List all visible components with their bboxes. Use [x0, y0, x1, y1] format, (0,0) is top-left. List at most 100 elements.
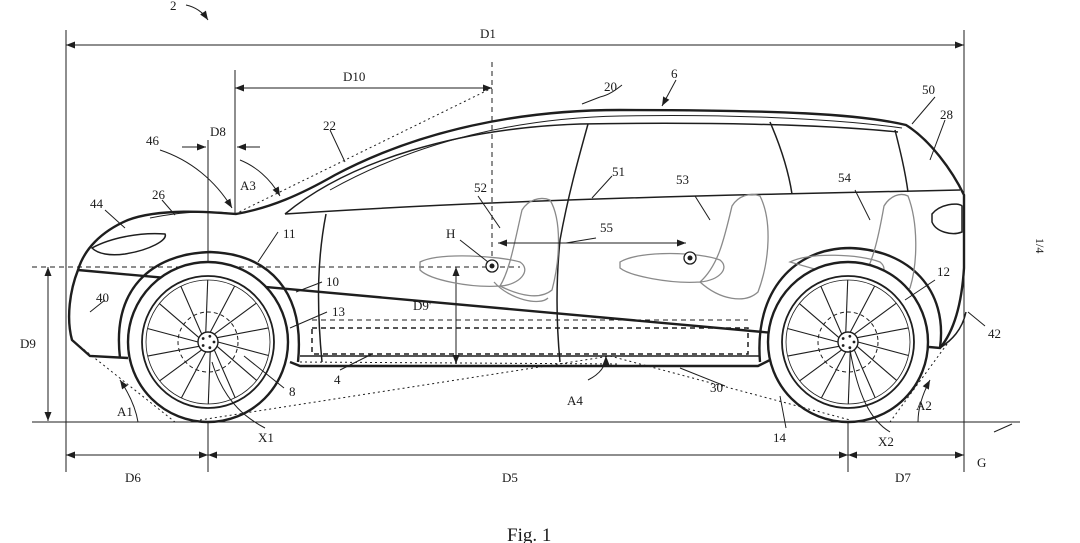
- lug-nut: [852, 340, 856, 344]
- lug-nut: [848, 334, 852, 338]
- spoke: [787, 345, 840, 357]
- rear-seat: [619, 193, 769, 300]
- numeral-22: 22: [323, 118, 336, 133]
- rim: [781, 275, 915, 409]
- spoke: [213, 349, 236, 398]
- numeral-50: 50: [922, 82, 935, 97]
- spoke: [159, 349, 203, 382]
- front-seat: [419, 197, 560, 297]
- spoke: [216, 327, 269, 339]
- numeral-53: 53: [676, 172, 689, 187]
- d5-label: D5: [502, 470, 518, 485]
- hip-points: [485, 239, 697, 273]
- c-pillar: [769, 121, 793, 195]
- a3-label: A3: [240, 178, 256, 193]
- x2-label: X2: [878, 434, 894, 449]
- front-door-line: [317, 213, 327, 363]
- spoke: [205, 279, 209, 333]
- letter-labels: A3 A1 A2 A4 X1 X2 G H: [117, 178, 986, 470]
- spoke: [217, 341, 269, 357]
- numeral-44: 44: [90, 196, 104, 211]
- lug-nut: [208, 346, 212, 350]
- spoke: [213, 302, 257, 335]
- numeral-26: 26: [152, 187, 166, 202]
- d8-label: D8: [210, 124, 226, 139]
- seats: [419, 193, 917, 303]
- a3-arc: [239, 159, 281, 197]
- spoke: [209, 285, 236, 333]
- hub: [197, 331, 219, 353]
- a1-arc: [119, 379, 139, 423]
- numeral-42: 42: [988, 326, 1001, 341]
- a2-arc: [917, 379, 931, 423]
- lug-nut: [848, 346, 852, 350]
- spoke: [856, 327, 909, 339]
- d1-label: D1: [480, 26, 496, 41]
- lug-nut: [212, 340, 216, 344]
- d7-label: D7: [895, 470, 911, 485]
- a4-arc: [587, 355, 610, 381]
- numeral-51: 51: [612, 164, 625, 179]
- spoke: [798, 303, 840, 339]
- numeral-4: 4: [334, 372, 341, 387]
- breakover-line-low: [299, 361, 621, 365]
- reference-numerals: 20 6 50 28 22 46 44 26 11 10 13 40 8 4 5…: [90, 66, 1001, 445]
- numeral-20: 20: [604, 79, 617, 94]
- numeral-8: 8: [289, 384, 296, 399]
- rim-inner: [145, 279, 271, 405]
- lug-nut: [208, 334, 212, 338]
- front-wheel: [126, 260, 290, 424]
- lug-nut: [841, 344, 845, 347]
- spoke: [799, 349, 843, 382]
- a1-label: A1: [117, 404, 133, 419]
- h-label: H: [446, 226, 455, 241]
- spoke: [180, 351, 207, 399]
- spoke: [857, 341, 909, 357]
- roof-highlight: [329, 115, 903, 191]
- spoke: [207, 351, 211, 405]
- belt-line: [284, 189, 961, 215]
- brake-disc: [177, 311, 239, 373]
- breakover-line-front: [199, 355, 611, 421]
- numeral-13: 13: [332, 304, 345, 319]
- breakover-line-rear: [609, 355, 851, 421]
- front-seat-cushion: [493, 281, 549, 303]
- numeral-28: 28: [940, 107, 953, 122]
- spoke: [853, 302, 897, 335]
- rear-glass-edge: [894, 129, 909, 193]
- rear-bumper: [939, 311, 967, 349]
- numeral-40: 40: [96, 290, 109, 305]
- spoke: [856, 345, 898, 381]
- x1-label: X1: [258, 430, 274, 445]
- spoke: [147, 327, 199, 343]
- rim-inner: [785, 279, 911, 405]
- numeral-14: 14: [773, 430, 787, 445]
- rim: [141, 275, 275, 409]
- a4-label: A4: [567, 393, 583, 408]
- d9-label: D9: [20, 336, 36, 351]
- numeral-30: 30: [710, 380, 723, 395]
- spoke: [787, 327, 839, 343]
- headlight: [90, 232, 166, 256]
- lug-nut: [201, 337, 205, 340]
- rear-wheel-arch: [758, 246, 943, 363]
- front-wheel-arch: [117, 250, 301, 363]
- g-label: G: [977, 455, 986, 470]
- numeral-55: 55: [600, 220, 613, 235]
- a2-label: A2: [916, 398, 932, 413]
- numeral-6: 6: [671, 66, 678, 81]
- numeral-54: 54: [838, 170, 852, 185]
- tail-light: [931, 203, 963, 235]
- spoke: [847, 351, 851, 405]
- sheet-number: 1/4: [1033, 238, 1047, 253]
- numeral-11: 11: [283, 226, 296, 241]
- dimension-lines: D1 D10 D8 D9 D9' D6 D5 D7: [20, 26, 964, 485]
- lug-nut: [201, 344, 205, 347]
- numeral-10: 10: [326, 274, 339, 289]
- corner-mark-label: 2: [170, 0, 177, 13]
- numeral-52: 52: [474, 180, 487, 195]
- spoke: [820, 351, 847, 399]
- d6-label: D6: [125, 470, 141, 485]
- vehicle-body: [67, 108, 967, 368]
